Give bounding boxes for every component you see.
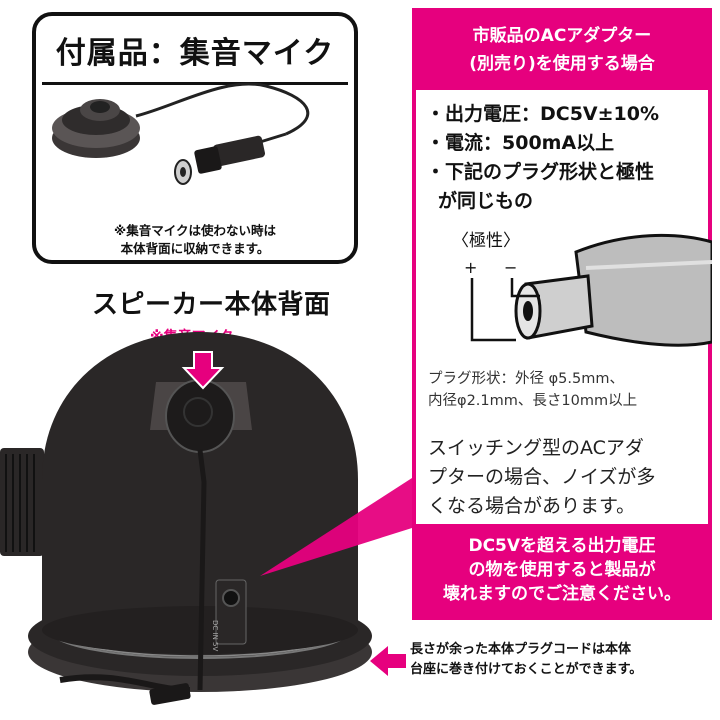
plug-shape-line: 内径φ2.1mm、長さ10mm以上	[428, 393, 638, 409]
plus-label: +	[464, 258, 478, 277]
plug-shape-line: プラグ形状：外径 φ5.5mm、	[428, 371, 624, 387]
speaker-illustration: DC IN 5V	[0, 332, 412, 705]
panel-header-line: (別売り)を使用する場合	[469, 54, 655, 74]
spec-current: ・電流：500mA以上	[426, 132, 615, 154]
switching-note: スイッチング型のACアダ プターの場合、ノイズが多 くなる場合があります。	[428, 434, 708, 521]
panel-header: 市販品のACアダプター (別売り)を使用する場合	[416, 12, 708, 90]
arrow-left-icon	[370, 646, 406, 676]
polarity-label: 〈極性〉	[452, 231, 520, 251]
minus-label: −	[504, 258, 518, 277]
cord-note: 長さが余った本体プラグコードは本体 台座に巻き付けておくことができます。	[410, 640, 716, 680]
plug-shape-text: プラグ形状：外径 φ5.5mm、 内径φ2.1mm、長さ10mm以上	[428, 368, 710, 412]
accessory-title: 付属品：集音マイク	[55, 36, 335, 71]
dc-plug-illustration	[470, 233, 712, 347]
spec-plug-cont: が同じもの	[438, 190, 534, 212]
switching-line: スイッチング型のACアダ	[428, 437, 644, 459]
spec-plug: ・下記のプラグ形状と極性	[426, 161, 655, 183]
accessory-note-line: ※集音マイクは使わない時は	[114, 223, 276, 238]
warning-line: DC5Vを超える出力電圧	[468, 536, 656, 556]
microphone-illustration	[52, 82, 310, 185]
plus-lead	[470, 278, 516, 342]
title-divider	[42, 82, 348, 85]
warning-line: の物を使用すると製品が	[468, 560, 656, 580]
accessory-box: 付属品：集音マイク ※集音マイクは使わない時は 本体背面に収納できます。	[32, 12, 358, 264]
panel-header-line: 市販品のACアダプター	[472, 26, 652, 46]
minus-lead	[510, 278, 540, 298]
spec-voltage: ・出力電圧：DC5V±10%	[426, 103, 660, 125]
dc-jack-label: DC IN 5V	[211, 620, 219, 651]
ac-adapter-panel: 市販品のACアダプター (別売り)を使用する場合 ・出力電圧：DC5V±10% …	[412, 8, 712, 620]
switching-line: プターの場合、ノイズが多	[428, 466, 656, 488]
spec-list: ・出力電圧：DC5V±10% ・電流：500mA以上 ・下記のプラグ形状と極性 …	[426, 100, 712, 216]
mic-arrow-icon	[181, 351, 225, 390]
accessory-note: ※集音マイクは使わない時は 本体背面に収納できます。	[36, 222, 354, 258]
cord-note-line: 台座に巻き付けておくことができます。	[410, 662, 643, 677]
accessory-note-line: 本体背面に収納できます。	[120, 241, 270, 256]
speaker-back-title: スピーカー本体背面	[92, 290, 331, 320]
jack-callout-wedge	[260, 478, 412, 576]
warning-line: 壊れますのでご注意ください。	[443, 584, 681, 604]
switching-line: くなる場合があります。	[428, 495, 636, 517]
cord-note-line: 長さが余った本体プラグコードは本体	[410, 642, 632, 657]
panel-warning: DC5Vを超える出力電圧 の物を使用すると製品が 壊れますのでご注意ください。	[416, 524, 708, 616]
